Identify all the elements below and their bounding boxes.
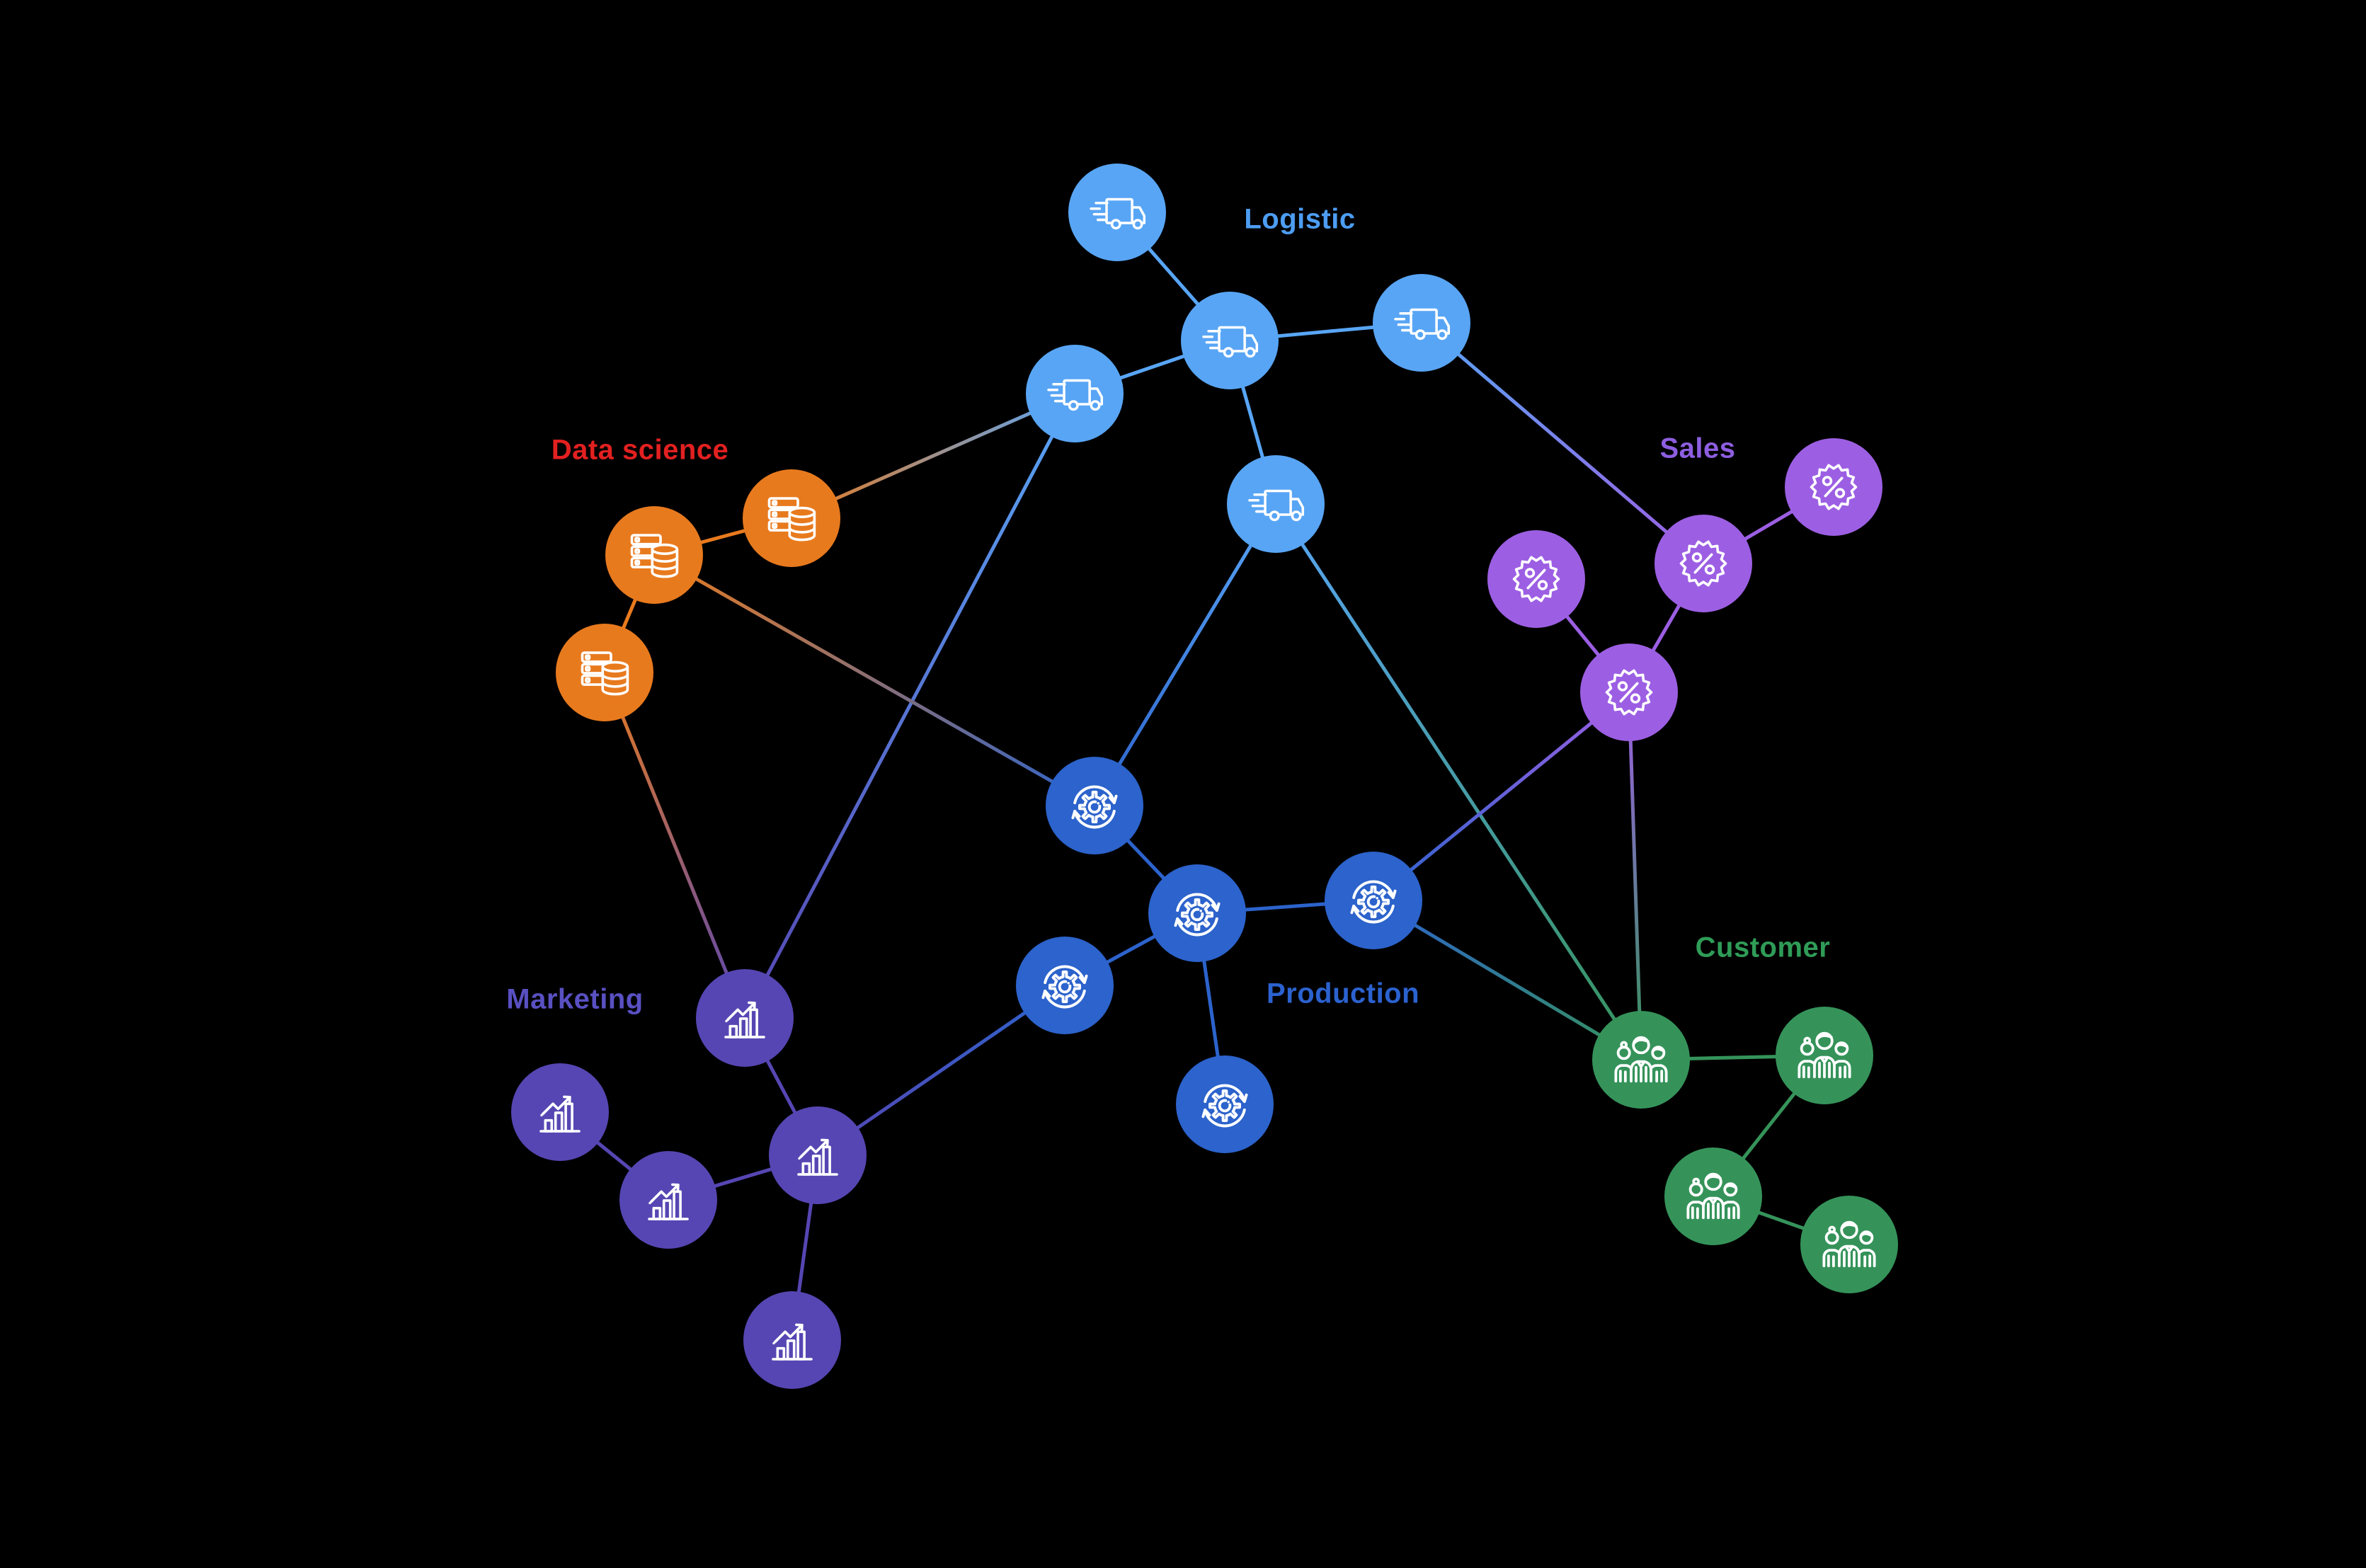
data-science-node [556, 624, 653, 721]
edge-L4-D1 [790, 391, 1076, 520]
marketing-node [769, 1106, 867, 1204]
sales-label: Sales [1659, 433, 1736, 464]
customer-node [1776, 1007, 1873, 1104]
edge-P3-C1 [1372, 898, 1642, 1062]
sales-node [1785, 438, 1882, 536]
edge-L3-S2 [1420, 321, 1705, 565]
production-node [1148, 864, 1246, 962]
marketing-node [511, 1063, 609, 1161]
production-node [1325, 852, 1422, 949]
logistic-node [1026, 345, 1124, 442]
sales-node [1655, 515, 1752, 612]
nodes-layer [511, 164, 1898, 1389]
edge-P3-S4 [1372, 691, 1630, 902]
edge-M4-P4 [816, 983, 1066, 1157]
logistic-node [1373, 274, 1470, 372]
logistic-node [1068, 164, 1166, 261]
customer-node [1592, 1011, 1690, 1109]
customer-label: Customer [1695, 932, 1831, 963]
logistic-label: Logistic [1244, 203, 1356, 235]
edge-L4-M1 [743, 392, 1077, 1019]
edge-D3-M1 [602, 672, 747, 1019]
production-label: Production [1266, 978, 1420, 1009]
logistic-node [1227, 455, 1325, 553]
edge-D2-P1 [653, 553, 1096, 808]
data-science-label: Data science [551, 434, 729, 466]
marketing-node [743, 1291, 841, 1389]
customer-node [1664, 1148, 1762, 1245]
production-node [1046, 757, 1143, 854]
data-science-node [743, 469, 840, 567]
sales-node [1487, 530, 1585, 628]
sales-node [1580, 643, 1678, 741]
edge-L5-C1 [1274, 503, 1643, 1061]
data-science-node [605, 506, 703, 604]
logistic-node [1181, 292, 1279, 389]
marketing-label: Marketing [506, 983, 644, 1015]
edge-L5-P1 [1092, 503, 1278, 807]
production-node [1176, 1055, 1274, 1153]
marketing-node [696, 969, 794, 1067]
edge-S4-C1 [1627, 692, 1643, 1060]
production-node [1016, 937, 1114, 1034]
marketing-node [619, 1151, 717, 1249]
customer-node [1800, 1196, 1898, 1293]
